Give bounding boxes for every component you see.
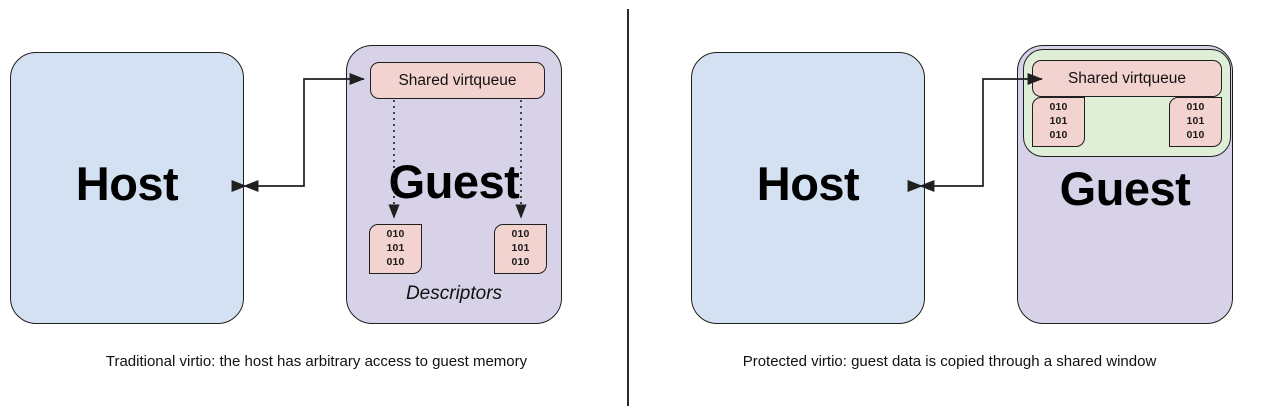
host-box-traditional (10, 52, 244, 324)
descriptor-line: 010 (511, 255, 530, 268)
caption-traditional: Traditional virtio: the host has arbitra… (105, 353, 528, 370)
descriptor-line: 010 (1186, 128, 1205, 141)
descriptor-box-right-protected: 010 101 010 (1169, 97, 1222, 147)
panel-divider (627, 9, 629, 406)
host-label-traditional: Host (75, 157, 179, 210)
shared-virtqueue-box-protected: Shared virtqueue (1032, 60, 1222, 97)
host-label-protected: Host (756, 157, 860, 210)
descriptor-line: 101 (386, 242, 405, 255)
guest-label-protected: Guest (1059, 162, 1191, 215)
descriptors-caption: Descriptors (405, 283, 503, 304)
shared-virtqueue-box-traditional: Shared virtqueue (370, 62, 545, 99)
panel-protected-virtio: Host Guest Shared virtqueue 010 101 010 … (633, 0, 1266, 408)
shared-virtqueue-label-traditional: Shared virtqueue (398, 71, 517, 89)
host-box-protected (691, 52, 925, 324)
panel-traditional-virtio: Host Guest Shared virtqueue 010 101 010 … (10, 45, 562, 370)
descriptor-line: 010 (386, 255, 405, 268)
descriptor-line: 010 (1186, 101, 1205, 114)
descriptor-box-left-traditional: 010 101 010 (369, 224, 422, 274)
descriptor-line: 101 (1049, 115, 1068, 128)
descriptor-box-left-protected: 010 101 010 (1032, 97, 1085, 147)
descriptor-line: 010 (511, 228, 530, 241)
descriptor-line: 010 (1049, 101, 1068, 114)
caption-protected: Protected virtio: guest data is copied t… (742, 353, 1157, 370)
shared-virtqueue-label-protected: Shared virtqueue (1067, 69, 1187, 87)
descriptor-box-right-traditional: 010 101 010 (494, 224, 547, 274)
descriptor-line: 101 (1186, 115, 1205, 128)
descriptor-line: 010 (386, 228, 405, 241)
descriptor-line: 010 (1049, 128, 1068, 141)
descriptor-line: 101 (511, 242, 530, 255)
guest-label-traditional: Guest (388, 155, 520, 208)
